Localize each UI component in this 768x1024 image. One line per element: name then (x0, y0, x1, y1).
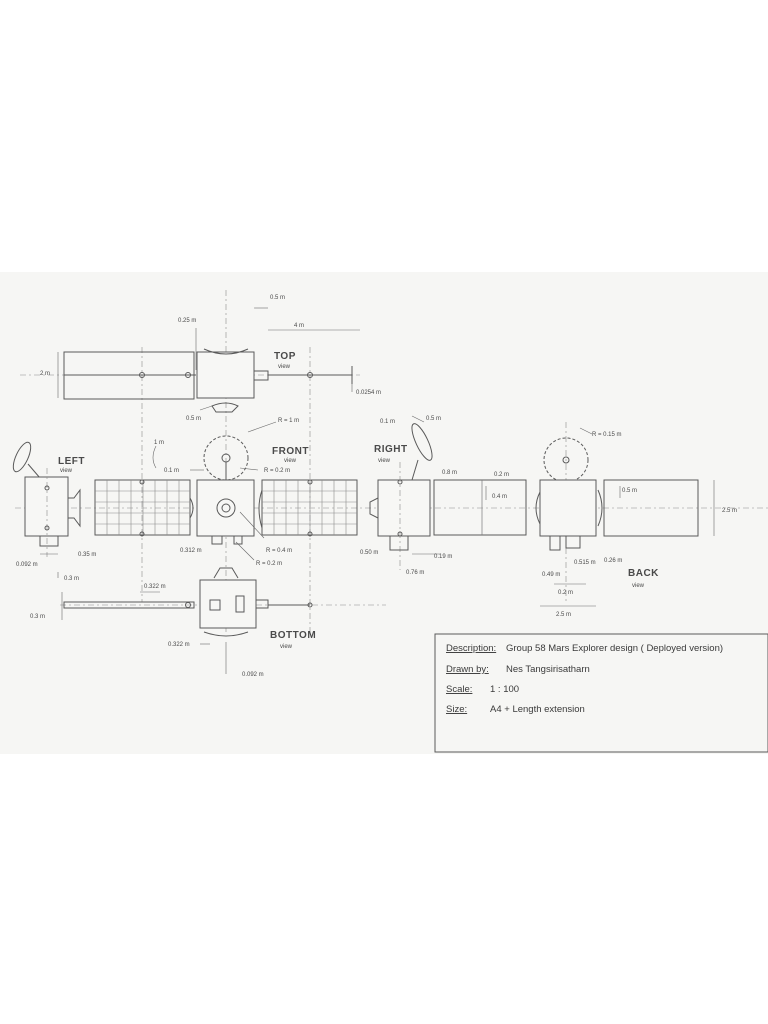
dim-label: 0.322 m (144, 584, 166, 590)
dim-label: R = 1 m (278, 418, 299, 424)
description-value: Group 58 Mars Explorer design ( Deployed… (506, 643, 723, 654)
dim-label: 0.2 m (494, 472, 509, 478)
dim-label: 0.5 m (270, 295, 285, 301)
scale-value: 1 : 100 (490, 684, 519, 695)
right-view-subtitle: view (378, 458, 391, 464)
dim-label: R = 0.2 m (264, 468, 290, 474)
dim-label: 0.5 m (426, 416, 441, 422)
dim-label: 0.8 m (442, 470, 457, 476)
dim-label: 0.76 m (406, 570, 424, 576)
dim-label: 0.35 m (78, 552, 96, 558)
front-view-subtitle: view (284, 458, 297, 464)
bottom-view-subtitle: view (280, 644, 293, 650)
front-view-title: FRONT (272, 446, 309, 457)
dim-label: 2.5 m (722, 508, 737, 514)
dim-label: 0.50 m (360, 550, 378, 556)
scale-key: Scale: (446, 684, 472, 695)
top-view: TOP view 0.5 m 4 m 0.25 m 2 m 0.5 m 0.02… (20, 290, 381, 632)
dim-label: R = 0.4 m (266, 548, 292, 554)
size-key: Size: (446, 704, 467, 715)
dim-label: 0.3 m (30, 614, 45, 620)
technical-drawing: TOP view 0.5 m 4 m 0.25 m 2 m 0.5 m 0.02… (12, 290, 768, 753)
dim-label: 0.4 m (492, 494, 507, 500)
front-view: FRONT view R = 1 m 1 m 0.1 m R = 0.2 m R… (94, 418, 358, 567)
dim-label: 0.515 m (574, 560, 596, 566)
dim-label: 0.092 m (16, 562, 38, 568)
dim-label: 0.5 m (622, 488, 637, 494)
dim-label: 2.5 m (556, 612, 571, 618)
dim-label: 0.3 m (64, 576, 79, 582)
dim-label: 0.5 m (186, 416, 201, 422)
top-view-subtitle: view (278, 364, 291, 370)
left-view: LEFT view 0.35 m 0.092 m 0.3 m (12, 441, 768, 582)
dim-label: R = 0.2 m (256, 561, 282, 567)
dim-label: 0.26 m (604, 558, 622, 564)
dim-label: 0.092 m (242, 672, 264, 678)
drawn-by-value: Nes Tangsirisatharn (506, 664, 590, 675)
size-value: A4 + Length extension (490, 704, 585, 715)
dim-label: 0.0254 m (356, 390, 381, 396)
dim-label: 1 m (154, 440, 164, 446)
dim-label: R = 0.15 m (592, 432, 622, 438)
dim-label: 4 m (294, 323, 304, 329)
back-view-title: BACK (628, 568, 659, 579)
back-view: BACK view R = 0.15 m 0.5 m 2.5 m 0.26 m … (535, 422, 737, 618)
dim-label: 0.25 m (178, 318, 196, 324)
right-view: RIGHT view 0.1 m 0.5 m 0.8 m 0.2 m 0.4 m… (360, 415, 527, 576)
dim-label: 0.1 m (164, 468, 179, 474)
dim-label: 0.1 m (380, 419, 395, 425)
bottom-view-title: BOTTOM (270, 630, 316, 641)
dim-label: 0.322 m (168, 642, 190, 648)
drawn-by-key: Drawn by: (446, 664, 489, 675)
dim-label: 0.19 m (434, 554, 452, 560)
right-view-title: RIGHT (374, 444, 408, 455)
left-view-title: LEFT (58, 456, 85, 467)
title-block: Description: Group 58 Mars Explorer desi… (434, 633, 768, 753)
dim-label: 0.312 m (180, 548, 202, 554)
bottom-view: BOTTOM view 0.322 m 0.3 m 0.322 m 0.092 … (30, 567, 386, 678)
dim-label: 0.49 m (542, 572, 560, 578)
dim-label: 2 m (40, 371, 50, 377)
dim-label: 0.2 m (558, 590, 573, 596)
back-view-subtitle: view (632, 583, 645, 589)
description-key: Description: (446, 643, 496, 654)
drawing-sheet: TOP view 0.5 m 4 m 0.25 m 2 m 0.5 m 0.02… (0, 272, 768, 754)
left-view-subtitle: view (60, 468, 73, 474)
top-view-title: TOP (274, 351, 296, 362)
